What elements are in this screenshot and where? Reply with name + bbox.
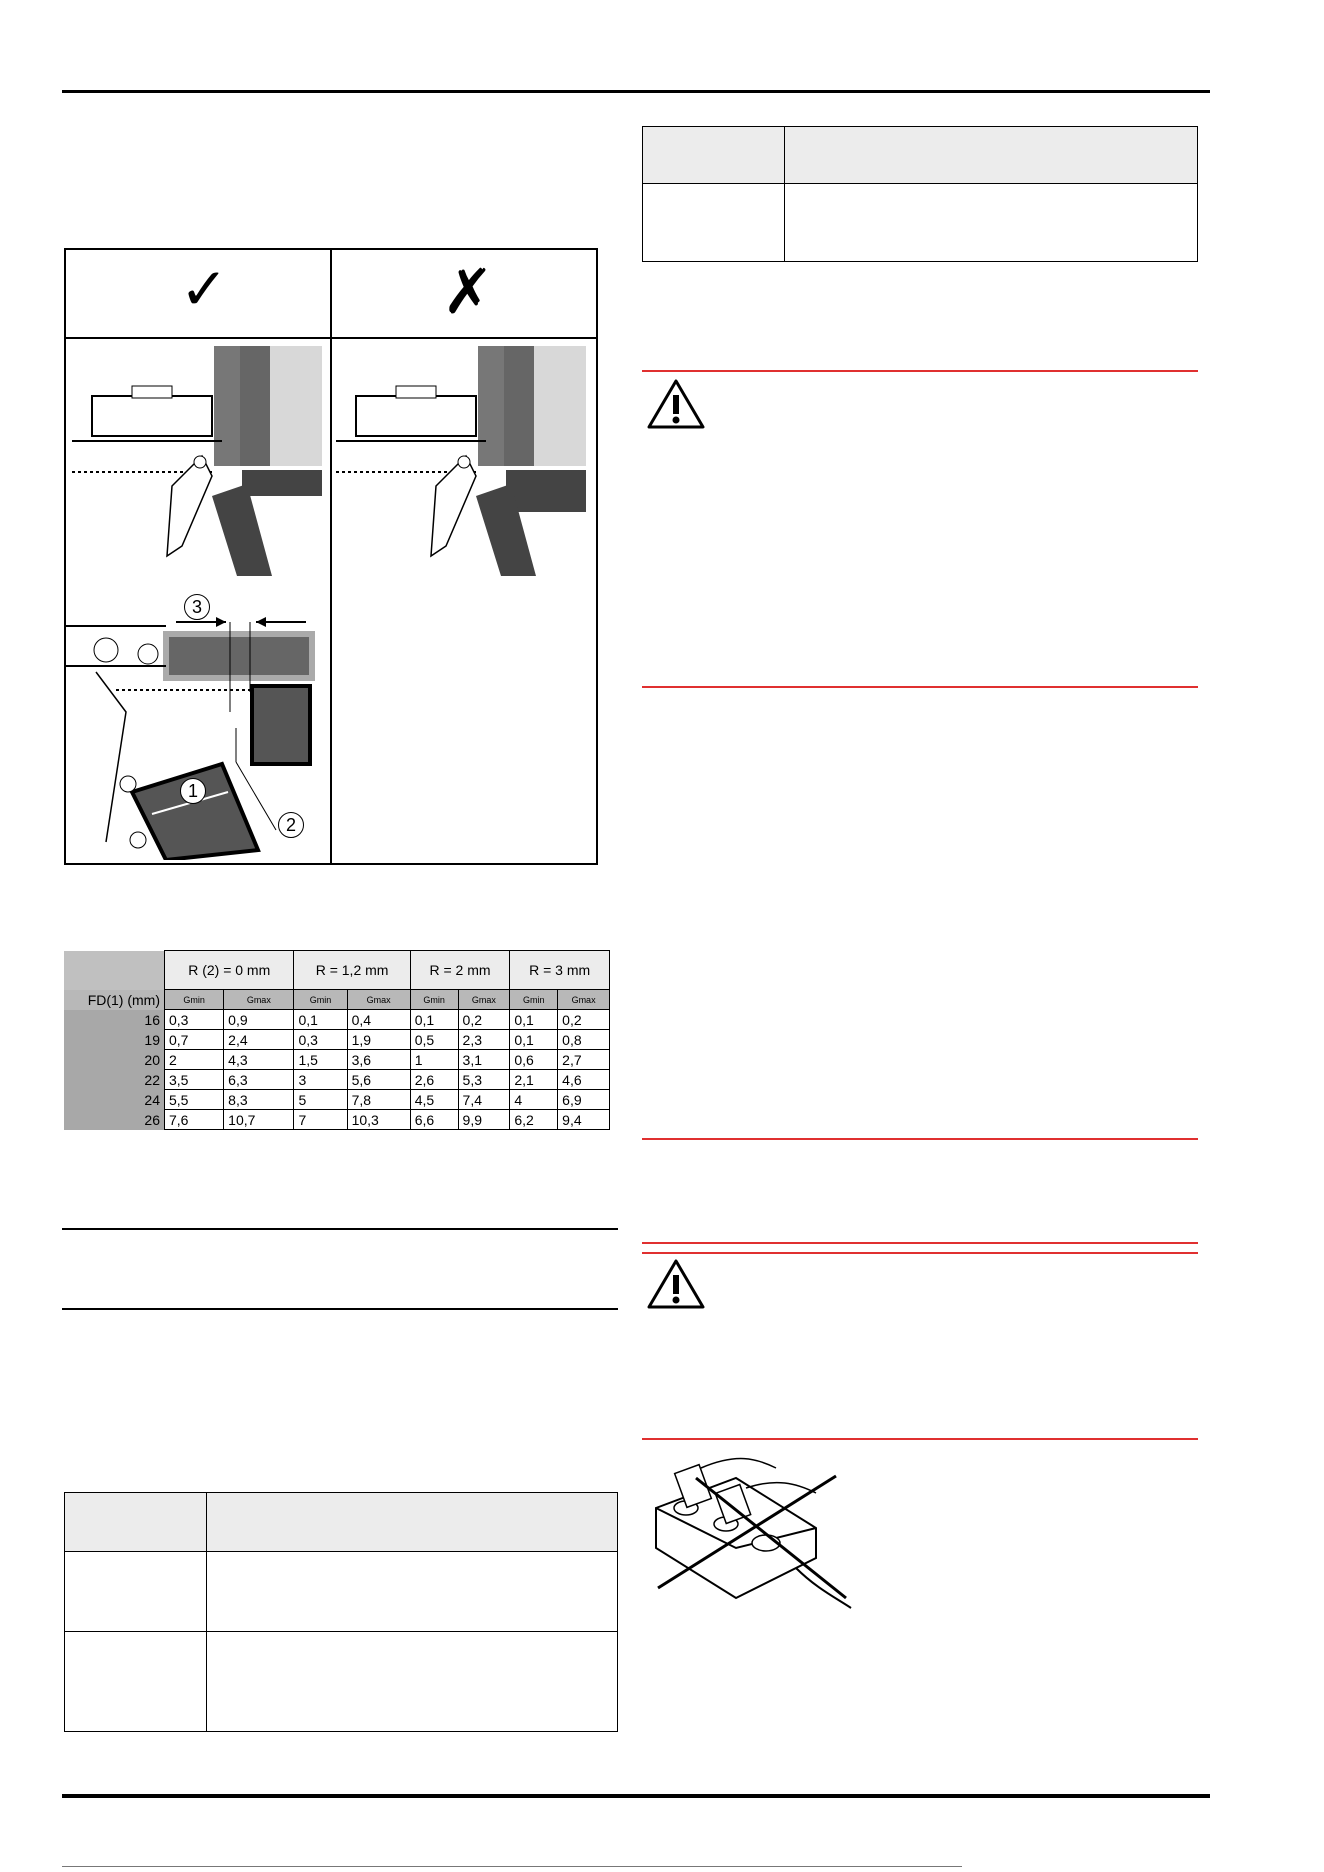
table-row: 16 0,3 0,9 0,1 0,4 0,1 0,2 0,1 0,2	[64, 1009, 610, 1030]
table-cell: 7	[293, 1109, 348, 1130]
table-row: 19 0,7 2,4 0,3 1,9 0,5 2,3 0,1 0,8	[64, 1029, 610, 1050]
gap-detail-drawing	[66, 617, 315, 860]
table-cell: 0,1	[409, 1009, 459, 1030]
multi-socket-prohibited-drawing	[655, 1457, 852, 1609]
callout-1: 1	[180, 778, 206, 804]
table-cell: 2,1	[509, 1069, 559, 1090]
gap-table: R (2) = 0 mm R = 1,2 mm R = 2 mm R = 3 m…	[64, 950, 610, 1130]
table-cell: 0,7	[163, 1029, 225, 1050]
fd-cell: 26	[64, 1109, 165, 1130]
group-header: R = 2 mm	[409, 950, 511, 990]
warning-rule	[642, 370, 1198, 372]
fd-cell: 19	[64, 1029, 165, 1050]
table-cell: 4,3	[223, 1049, 295, 1070]
table-cell: 0,3	[293, 1029, 348, 1050]
sub-header: Gmin	[409, 989, 459, 1010]
table-cell: 0,1	[293, 1009, 348, 1030]
table-row: 26 7,6 10,7 7 10,3 6,6 9,9 6,2 9,4	[64, 1109, 610, 1130]
sub-header: Gmin	[509, 989, 559, 1010]
fd-cell: 24	[64, 1089, 165, 1110]
table-cell: 5,3	[457, 1069, 511, 1090]
callout-3: 3	[184, 594, 210, 620]
installation-figure: ✓ ✗	[64, 248, 598, 865]
table-cell: 2,7	[557, 1049, 610, 1070]
footer-line	[62, 1866, 962, 1867]
table-cell: 0,6	[509, 1049, 559, 1070]
section-rule-red	[642, 1138, 1198, 1140]
fd-cell: 22	[64, 1069, 165, 1090]
correct-check-icon: ✓	[179, 257, 229, 322]
table-cell: 6,3	[223, 1069, 295, 1090]
table-cell: 0,4	[346, 1009, 411, 1030]
table-cell: 4,6	[557, 1069, 610, 1090]
table-cell: 6,9	[557, 1089, 610, 1110]
table-cell: 0,1	[509, 1029, 559, 1050]
table-cell: 5	[293, 1089, 348, 1110]
top-rule	[62, 90, 1210, 93]
wrong-cross-icon: ✗	[442, 258, 494, 327]
warning-triangle-icon	[647, 1259, 705, 1309]
table-row: 20 2 4,3 1,5 3,6 1 3,1 0,6 2,7	[64, 1049, 610, 1070]
table-cell: 2,6	[409, 1069, 459, 1090]
left-empty-table	[64, 1492, 618, 1732]
table-cell: 0,8	[557, 1029, 610, 1050]
table-row: 24 5,5 8,3 5 7,8 4,5 7,4 4 6,9	[64, 1089, 610, 1110]
bottom-rule	[62, 1794, 1210, 1798]
table-cell: 0,2	[557, 1009, 610, 1030]
fd-cell: 16	[64, 1009, 165, 1030]
table-cell: 2	[163, 1049, 225, 1070]
table-cell: 3,6	[346, 1049, 411, 1070]
table-cell: 4,5	[409, 1089, 459, 1110]
table-cell: 3	[293, 1069, 348, 1090]
table-cell: 1,5	[293, 1049, 348, 1070]
sub-header: Gmin	[293, 989, 348, 1010]
table-cell: 6,2	[509, 1109, 559, 1130]
group-header: R = 3 mm	[509, 950, 610, 990]
table-cell: 7,6	[163, 1109, 225, 1130]
warning-triangle-icon	[647, 379, 705, 429]
warning-rule	[642, 1252, 1198, 1254]
table-cell: 5,5	[163, 1089, 225, 1110]
table-cell: 6,6	[409, 1109, 459, 1130]
right-empty-table	[642, 126, 1198, 262]
table-cell: 0,3	[163, 1009, 225, 1030]
fd-cell: 20	[64, 1049, 165, 1070]
section-rule-red	[642, 1242, 1198, 1244]
group-header: R = 1,2 mm	[293, 950, 411, 990]
section-rule	[62, 1308, 618, 1310]
hinge-wrong-drawing	[336, 346, 586, 576]
table-cell: 5,6	[346, 1069, 411, 1090]
sub-header: Gmax	[346, 989, 411, 1010]
sub-header: Gmax	[557, 989, 610, 1010]
table-cell: 7,8	[346, 1089, 411, 1110]
section-rule	[62, 1228, 618, 1230]
table-cell: 4	[509, 1089, 559, 1110]
sub-header: Gmax	[223, 989, 295, 1010]
callout-2: 2	[278, 812, 304, 838]
table-cell: 9,4	[557, 1109, 610, 1130]
table-cell: 7,4	[457, 1089, 511, 1110]
sub-header: Gmax	[457, 989, 511, 1010]
table-cell: 10,3	[346, 1109, 411, 1130]
row-header-label: FD(1) (mm)	[87, 991, 160, 1008]
table-cell: 2,4	[223, 1029, 295, 1050]
group-header: R (2) = 0 mm	[163, 950, 295, 990]
table-cell: 3,5	[163, 1069, 225, 1090]
sub-header: Gmin	[163, 989, 225, 1010]
table-cell: 3,1	[457, 1049, 511, 1070]
table-cell: 1	[409, 1049, 459, 1070]
table-cell: 9,9	[457, 1109, 511, 1130]
table-cell: 8,3	[223, 1089, 295, 1110]
table-cell: 0,5	[409, 1029, 459, 1050]
warning-rule	[642, 686, 1198, 688]
table-cell: 2,3	[457, 1029, 511, 1050]
table-cell: 0,1	[509, 1009, 559, 1030]
table-cell: 1,9	[346, 1029, 411, 1050]
table-row: 22 3,5 6,3 3 5,6 2,6 5,3 2,1 4,6	[64, 1069, 610, 1090]
warning-rule	[642, 1438, 1198, 1440]
table-cell: 0,9	[223, 1009, 295, 1030]
hinge-correct-drawing	[72, 346, 322, 576]
table-cell: 10,7	[223, 1109, 295, 1130]
table-cell: 0,2	[457, 1009, 511, 1030]
